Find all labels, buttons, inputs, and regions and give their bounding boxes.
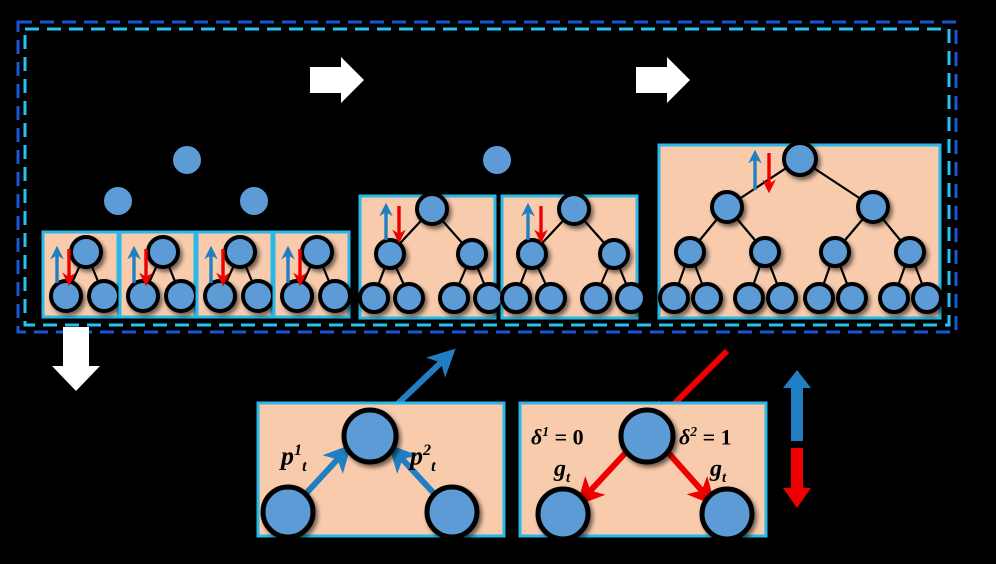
backward-detail-child-left-node: [535, 486, 591, 542]
legend-down-arrow-backward: [783, 448, 811, 508]
stage-1-box-4: [272, 230, 352, 319]
stage-1-box-3: [195, 230, 275, 319]
stage-3-group: [657, 141, 943, 320]
backward-detail-panel: [518, 401, 768, 542]
label-p1: p1t: [281, 441, 307, 475]
stage-2-group: [358, 142, 647, 320]
direction-legend: [783, 370, 811, 508]
legend-up-arrow-forward: [783, 370, 811, 441]
flow-arrow-right-2: [636, 57, 690, 103]
backward-detail-child-right-node: [699, 486, 755, 542]
stage-1-floating-nodes: [100, 142, 272, 219]
label-g-left: gt: [554, 456, 571, 486]
flow-arrow-down: [52, 327, 100, 391]
label-g-right: gt: [710, 456, 727, 486]
stage-2-box-2: [500, 192, 647, 320]
label-delta1: δ1 = 0: [531, 424, 584, 450]
stage-1-box-2: [118, 230, 198, 319]
forward-detail-child-right-node: [424, 484, 480, 540]
flow-arrow-right-1: [310, 57, 364, 103]
stage-1-group: [41, 142, 352, 319]
outer-dashed-region: [16, 20, 958, 334]
stage-2-floating-nodes: [479, 142, 515, 178]
forward-detail-parent-node: [341, 407, 399, 465]
stage-2-box-1: [358, 192, 505, 320]
stage-3-box-1: [657, 141, 943, 320]
label-p2: p2t: [410, 441, 436, 475]
label-delta2: δ2 = 1: [679, 424, 732, 450]
forward-detail-panel: [256, 401, 506, 540]
forward-detail-child-left-node: [260, 484, 316, 540]
stage-1-box-1: [41, 230, 121, 319]
backward-detail-parent-node: [618, 407, 676, 465]
